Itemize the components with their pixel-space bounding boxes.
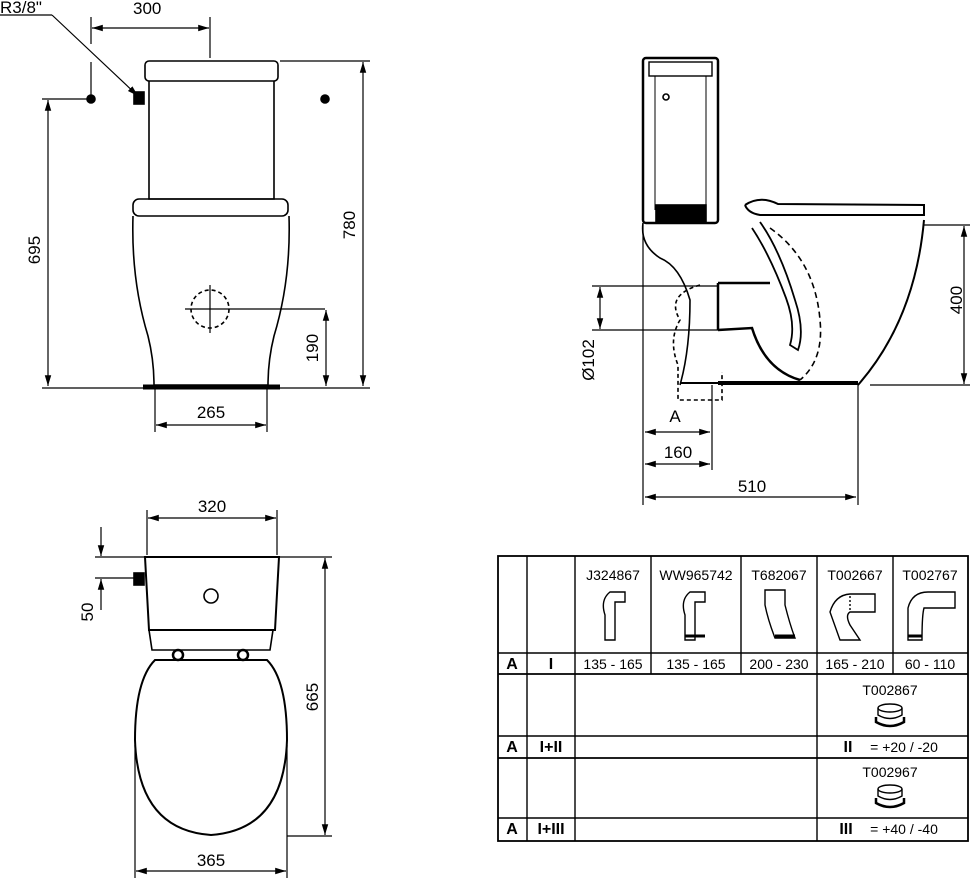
item-code-1: J324867 xyxy=(586,567,640,583)
side-dimensions xyxy=(592,224,970,505)
front-dimensions xyxy=(0,14,370,432)
fixing-point-right xyxy=(320,94,330,104)
top-cistern xyxy=(143,556,281,631)
dim-inlet-offset: 300 xyxy=(133,0,161,18)
cistern-lid xyxy=(144,60,279,82)
fittings-table xyxy=(497,555,969,842)
top-flush-button xyxy=(203,588,219,604)
inlet-valve-icon xyxy=(133,91,145,105)
side-cistern xyxy=(641,56,720,225)
row1-roman: I xyxy=(549,656,553,673)
seal-icon-t002867 xyxy=(874,703,906,728)
dim-base-width: 265 xyxy=(197,403,225,422)
side-bowl-back xyxy=(641,222,691,386)
row3-a: A xyxy=(506,821,518,838)
pipe-icon-j324867 xyxy=(602,591,626,641)
row3-code: T002967 xyxy=(862,764,917,780)
seal-icon-t002967 xyxy=(874,784,906,809)
pipe-icon-t002767 xyxy=(907,591,956,641)
row2-note-roman: II xyxy=(844,739,853,756)
side-cistern-lid xyxy=(648,61,713,77)
item-code-5: T002767 xyxy=(902,567,957,583)
side-seat xyxy=(744,198,925,216)
side-drain-hidden xyxy=(672,284,723,401)
dim-outlet-height: 190 xyxy=(303,334,322,362)
item-range-4: 165 - 210 xyxy=(825,656,884,672)
item-code-2: WW965742 xyxy=(659,567,732,583)
top-dimensions xyxy=(95,510,332,878)
item-range-5: 60 - 110 xyxy=(905,656,956,672)
dim-length: 665 xyxy=(303,683,322,711)
row2-code: T002867 xyxy=(862,682,917,698)
side-bowl-front xyxy=(857,219,925,386)
cistern-body xyxy=(148,81,275,200)
top-hinge-area xyxy=(148,629,274,651)
side-trap-inner xyxy=(751,221,802,352)
item-range-3: 200 - 230 xyxy=(749,656,808,672)
dim-height-inlet: 695 xyxy=(25,236,44,264)
side-cistern-button xyxy=(662,93,670,101)
seat-rim xyxy=(132,198,289,217)
side-cistern-valve xyxy=(655,204,707,224)
item-code-3: T682067 xyxy=(751,567,806,583)
dim-a: A xyxy=(669,407,681,426)
dim-total-height: 780 xyxy=(340,211,359,239)
dim-seat-width: 365 xyxy=(197,851,225,870)
row2-a: A xyxy=(506,739,518,756)
top-inlet-valve xyxy=(133,572,145,586)
pipe-icon-ww965742 xyxy=(682,591,706,641)
dim-seat-height: 400 xyxy=(947,286,966,314)
dim-cistern-width: 320 xyxy=(198,497,226,516)
dim-pipe-diameter: Ø102 xyxy=(579,339,598,381)
front-view xyxy=(86,60,330,390)
item-range-2: 135 - 165 xyxy=(666,656,725,672)
row3-roman: I+III xyxy=(537,821,564,838)
dim-outlet-distance: 160 xyxy=(664,443,692,462)
bowl-body xyxy=(131,215,291,386)
pipe-icon-t002667 xyxy=(829,593,876,641)
dim-inlet-depth: 50 xyxy=(78,603,97,622)
row3-note: = +40 / -40 xyxy=(870,821,938,837)
top-view xyxy=(133,556,289,837)
side-outlet-pipe xyxy=(717,326,801,382)
dim-depth: 510 xyxy=(738,477,766,496)
row2-note: = +20 / -20 xyxy=(870,739,938,755)
top-seat xyxy=(133,659,289,837)
item-range-1: 135 - 165 xyxy=(583,656,642,672)
hinge-left-icon xyxy=(171,648,185,662)
side-view xyxy=(641,56,925,401)
item-code-4: T002667 xyxy=(827,567,882,583)
hinge-right-icon xyxy=(236,648,250,662)
row2-roman: I+II xyxy=(540,739,563,756)
pipe-icon-t682067 xyxy=(764,589,797,639)
row3-note-roman: III xyxy=(839,821,852,838)
thread-label: R3/8" xyxy=(0,0,42,17)
row1-a: A xyxy=(506,656,518,673)
side-water-outline xyxy=(769,227,822,381)
